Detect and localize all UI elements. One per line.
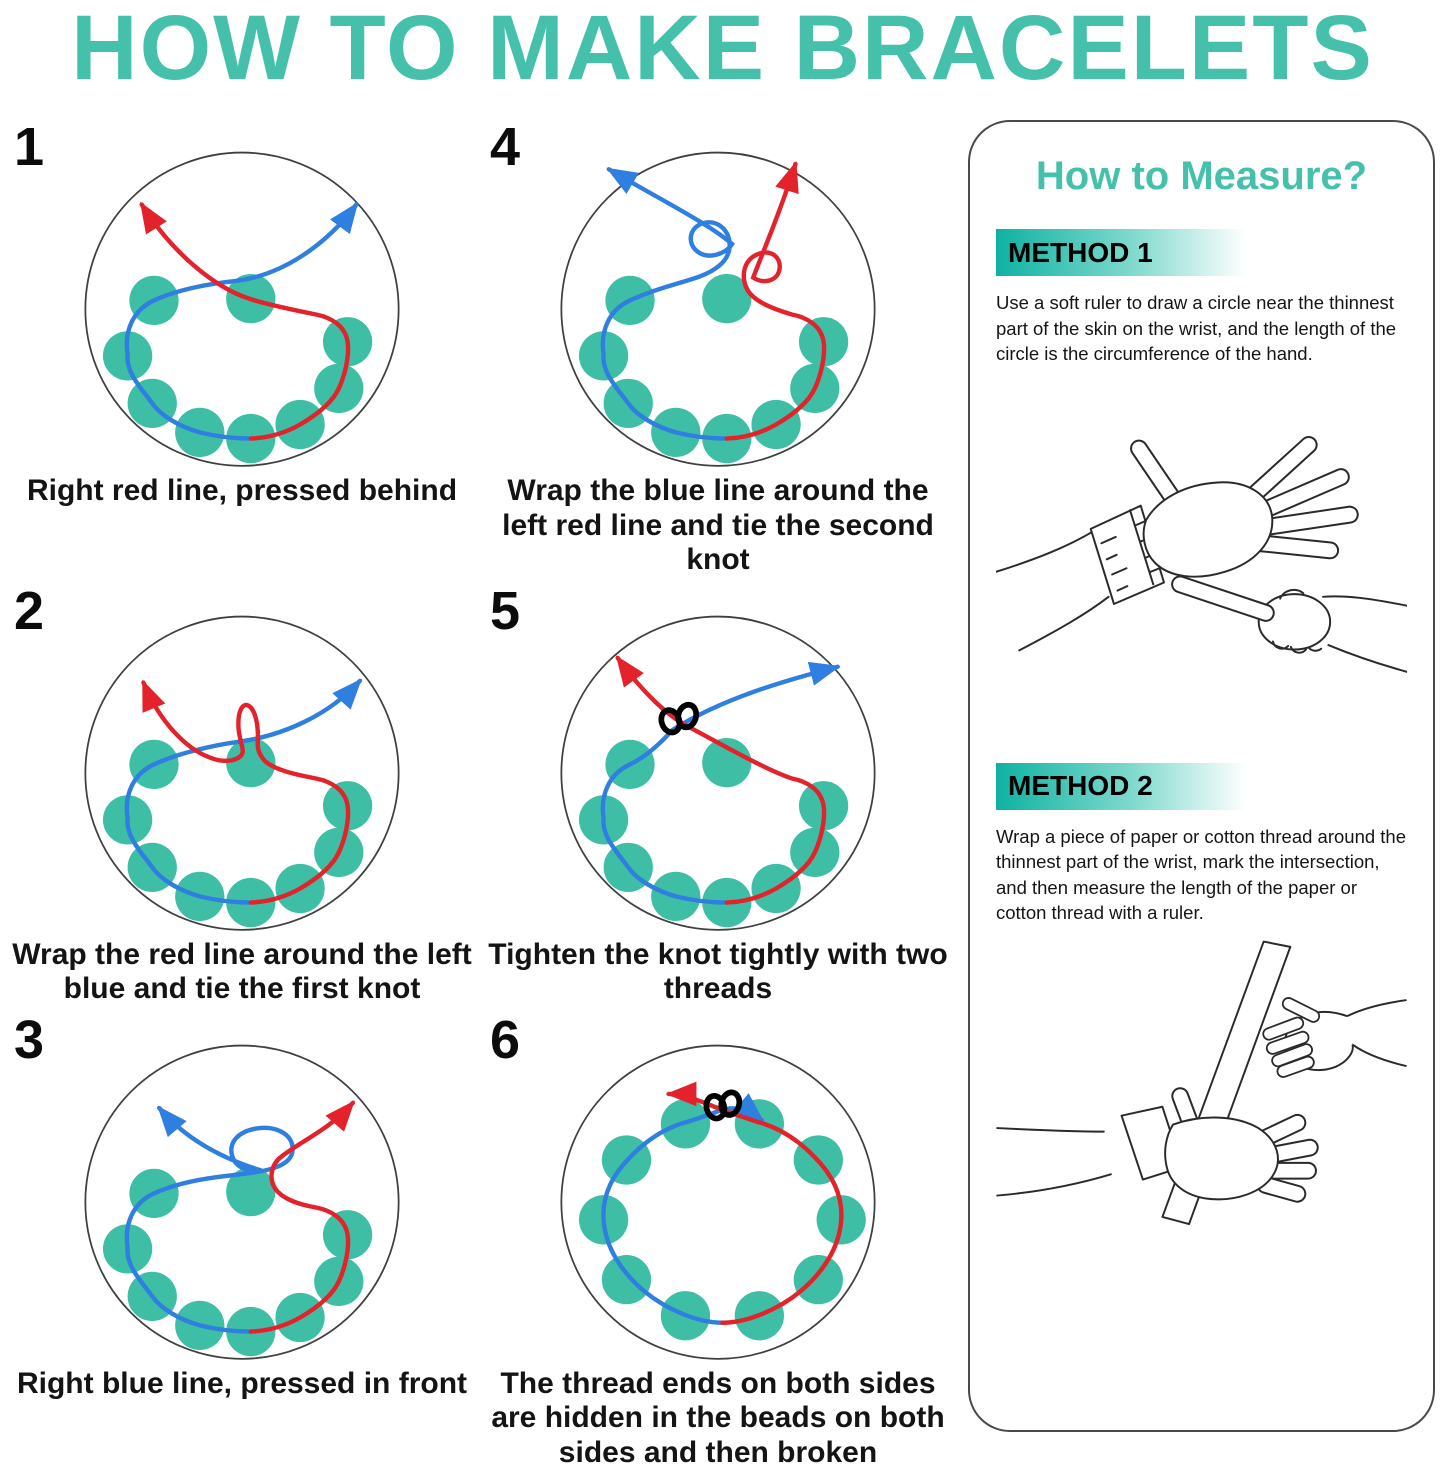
method-2-illustration [996, 938, 1407, 1240]
main-layout: 1 Right red line, pressed behind 4 [0, 120, 1445, 1470]
step-1-diagram [66, 120, 418, 472]
step-3: 3 Right blue line, pressed in front [4, 1013, 480, 1470]
step-caption: Right blue line, pressed in front [11, 1367, 473, 1402]
open-hand-drawing [1139, 444, 1350, 576]
measure-panel: How to Measure? METHOD 1 Use a soft rule… [968, 120, 1435, 1432]
pointing-hand-drawing [1180, 584, 1407, 672]
method-1-text: Use a soft ruler to draw a circle near t… [996, 290, 1407, 367]
page-title: HOW TO MAKE BRACELETS [0, 0, 1445, 94]
step-4-diagram [542, 120, 894, 472]
step-number: 3 [14, 1009, 44, 1071]
step-3-diagram [66, 1013, 418, 1365]
step-number: 4 [490, 116, 520, 178]
step-number: 5 [490, 580, 520, 642]
step-4: 4 Wrap the blue line around the left red… [480, 120, 956, 578]
step-2: 2 Wrap the red line around the left blue… [4, 584, 480, 1007]
step-1: 1 Right red line, pressed behind [4, 120, 480, 578]
step-number: 1 [14, 116, 44, 178]
step-6-diagram [542, 1013, 894, 1365]
step-6: 6 The thread ends on both sides are hidd [480, 1013, 956, 1470]
method-1-illustration [996, 379, 1407, 711]
open-hand-drawing [1165, 1096, 1310, 1199]
step-caption: Wrap the red line around the left blue a… [11, 938, 473, 1007]
method-2-text: Wrap a piece of paper or cotton thread a… [996, 824, 1407, 926]
method-2-heading: METHOD 2 [996, 763, 1268, 810]
method-1-heading: METHOD 1 [996, 229, 1268, 276]
step-caption: Right red line, pressed behind [11, 474, 473, 509]
step-number: 6 [490, 1009, 520, 1071]
step-caption: Tighten the knot tightly with two thread… [487, 938, 949, 1007]
step-5-diagram [542, 584, 894, 936]
step-5: 5 Tighten the knot tightly with two thre [480, 584, 956, 1007]
step-caption: The thread ends on both sides are hidden… [487, 1367, 949, 1470]
step-2-diagram [66, 584, 418, 936]
step-number: 2 [14, 580, 44, 642]
measure-panel-title: How to Measure? [996, 154, 1407, 199]
step-caption: Wrap the blue line around the left red l… [487, 474, 949, 578]
wrist-arm-drawing [997, 1106, 1182, 1195]
gripping-hand-drawing [1269, 1000, 1406, 1071]
wrist-arm-drawing [996, 530, 1109, 650]
steps-grid: 1 Right red line, pressed behind 4 [0, 120, 956, 1470]
